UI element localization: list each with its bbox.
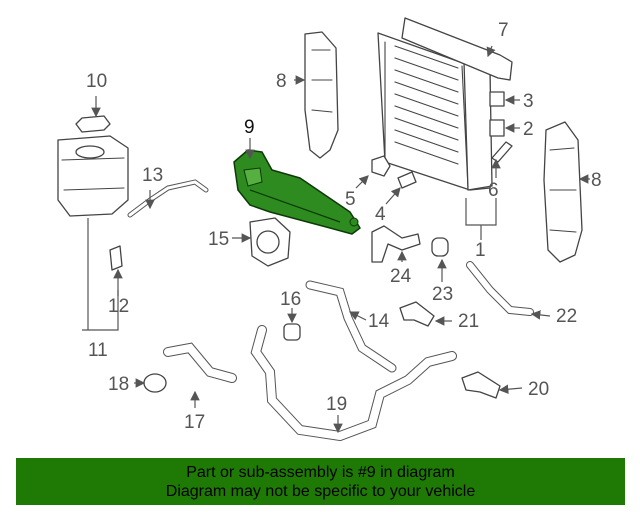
callout-18[interactable]: 18 <box>108 374 129 395</box>
hose-23[interactable] <box>371 225 421 263</box>
plug[interactable] <box>143 373 167 393</box>
callout-2[interactable]: 2 <box>523 119 534 140</box>
callout-10[interactable]: 11 <box>88 340 108 361</box>
banner-line-part: Part or sub-assembly is #9 in diagram <box>186 463 455 481</box>
callout-8-left[interactable]: 8 <box>276 71 287 92</box>
leader-lines <box>82 45 590 434</box>
callout-8-right[interactable]: 8 <box>591 170 602 191</box>
mount-bracket[interactable] <box>489 91 505 107</box>
rubber-mount[interactable] <box>489 119 505 137</box>
callout-19[interactable]: 19 <box>326 394 347 415</box>
clip[interactable] <box>371 155 391 177</box>
callout-labels: 10 13 12 11 9 15 8 8 7 3 2 6 5 4 1 24 23… <box>86 20 602 433</box>
callout-22[interactable]: 22 <box>556 306 577 327</box>
info-banner: Part or sub-assembly is #9 in diagram Di… <box>16 458 625 505</box>
callout-13[interactable]: 13 <box>142 165 163 186</box>
radiator-upper-bracket[interactable] <box>401 17 513 81</box>
bolt[interactable] <box>491 141 513 163</box>
side-air-duct-right[interactable] <box>543 121 583 263</box>
callout-4[interactable]: 4 <box>375 204 386 225</box>
callout-14[interactable]: 15 <box>208 229 229 250</box>
callout-17[interactable]: 17 <box>184 412 205 433</box>
callout-5[interactable]: 5 <box>345 189 356 210</box>
callout-20[interactable]: 20 <box>528 379 549 400</box>
callout-1[interactable]: 1 <box>475 240 486 261</box>
callout-12[interactable]: 12 <box>108 296 129 317</box>
banner-line-disclaimer: Diagram may not be specific to your vehi… <box>165 482 476 500</box>
o-ring[interactable] <box>431 237 449 257</box>
side-air-duct-left[interactable] <box>304 31 339 159</box>
hose-21[interactable] <box>399 301 435 327</box>
radiator[interactable] <box>377 32 493 191</box>
callout-21[interactable]: 21 <box>458 311 479 332</box>
callout-15[interactable]: 14 <box>368 311 390 332</box>
callout-7[interactable]: 7 <box>498 20 509 41</box>
water-pump[interactable] <box>249 217 291 267</box>
hose-20[interactable] <box>461 371 501 399</box>
callout-3[interactable]: 3 <box>523 91 534 112</box>
callout-11[interactable]: 10 <box>86 71 107 92</box>
callout-24[interactable]: 23 <box>432 284 453 305</box>
callout-9[interactable]: 9 <box>244 117 255 138</box>
clamp[interactable] <box>283 323 301 341</box>
callout-23[interactable]: 24 <box>390 266 412 287</box>
level-sensor[interactable] <box>109 245 123 271</box>
tank-cap[interactable] <box>75 115 111 133</box>
expansion-tank[interactable] <box>57 135 129 217</box>
highlighted-part-9[interactable] <box>233 149 361 235</box>
parts-diagram: 10 13 12 11 9 15 8 8 7 3 2 6 5 4 1 24 23… <box>57 17 602 442</box>
callout-16[interactable]: 16 <box>280 289 301 310</box>
callout-6[interactable]: 6 <box>488 180 499 201</box>
grommet[interactable] <box>397 171 417 189</box>
